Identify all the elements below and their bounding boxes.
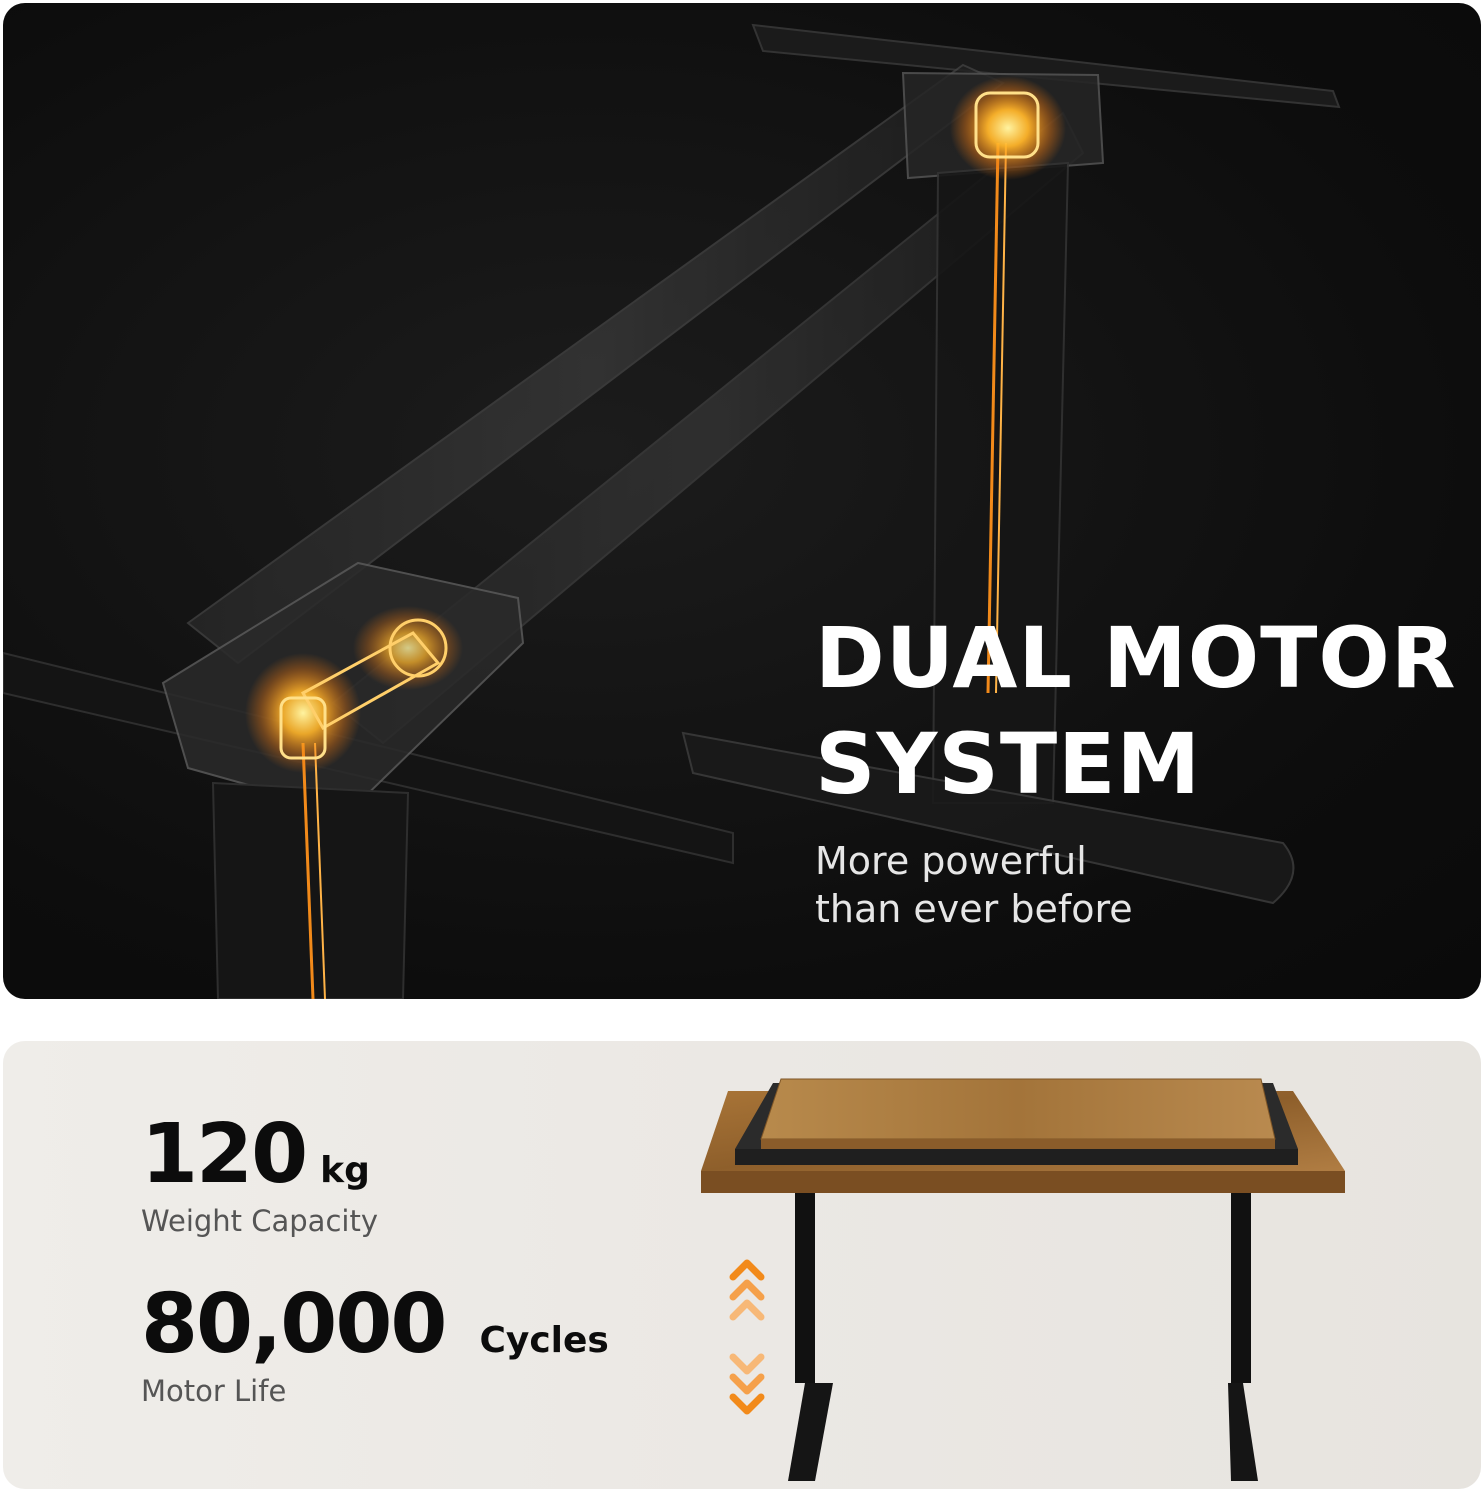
desk-frame-illustration [3,23,1341,999]
up-arrows-icon [729,1259,765,1321]
specs-panel: 120 kg Weight Capacity 80,000 Cycles Motor… [3,1041,1481,1489]
cycles-value: 80,000 [141,1277,447,1372]
subheadline: More powerful than ever before [815,837,1133,933]
subheadline-line-1: More powerful [815,839,1087,883]
down-arrows-icon [729,1353,765,1415]
headline: DUAL MOTOR SYSTEM [815,605,1457,817]
desk-illustration [701,1078,1345,1481]
cycles-unit: Cycles [479,1320,609,1361]
subheadline-line-2: than ever before [815,887,1133,931]
weight-value: 120 [141,1107,308,1202]
cycles-label: Motor Life [141,1374,287,1408]
motor-glow-icon [245,606,463,773]
weight-label: Weight Capacity [141,1204,378,1238]
headline-line-1: DUAL MOTOR [815,609,1457,707]
motor-glow-icon [950,76,1066,180]
headline-line-2: SYSTEM [815,715,1202,813]
hero-panel: DUAL MOTOR SYSTEM More powerful than eve… [3,3,1481,999]
weight-capacity-spec: 120 kg Weight Capacity [141,1107,378,1238]
motor-life-spec: 80,000 Cycles Motor Life [141,1277,609,1408]
weight-unit: kg [320,1150,370,1191]
